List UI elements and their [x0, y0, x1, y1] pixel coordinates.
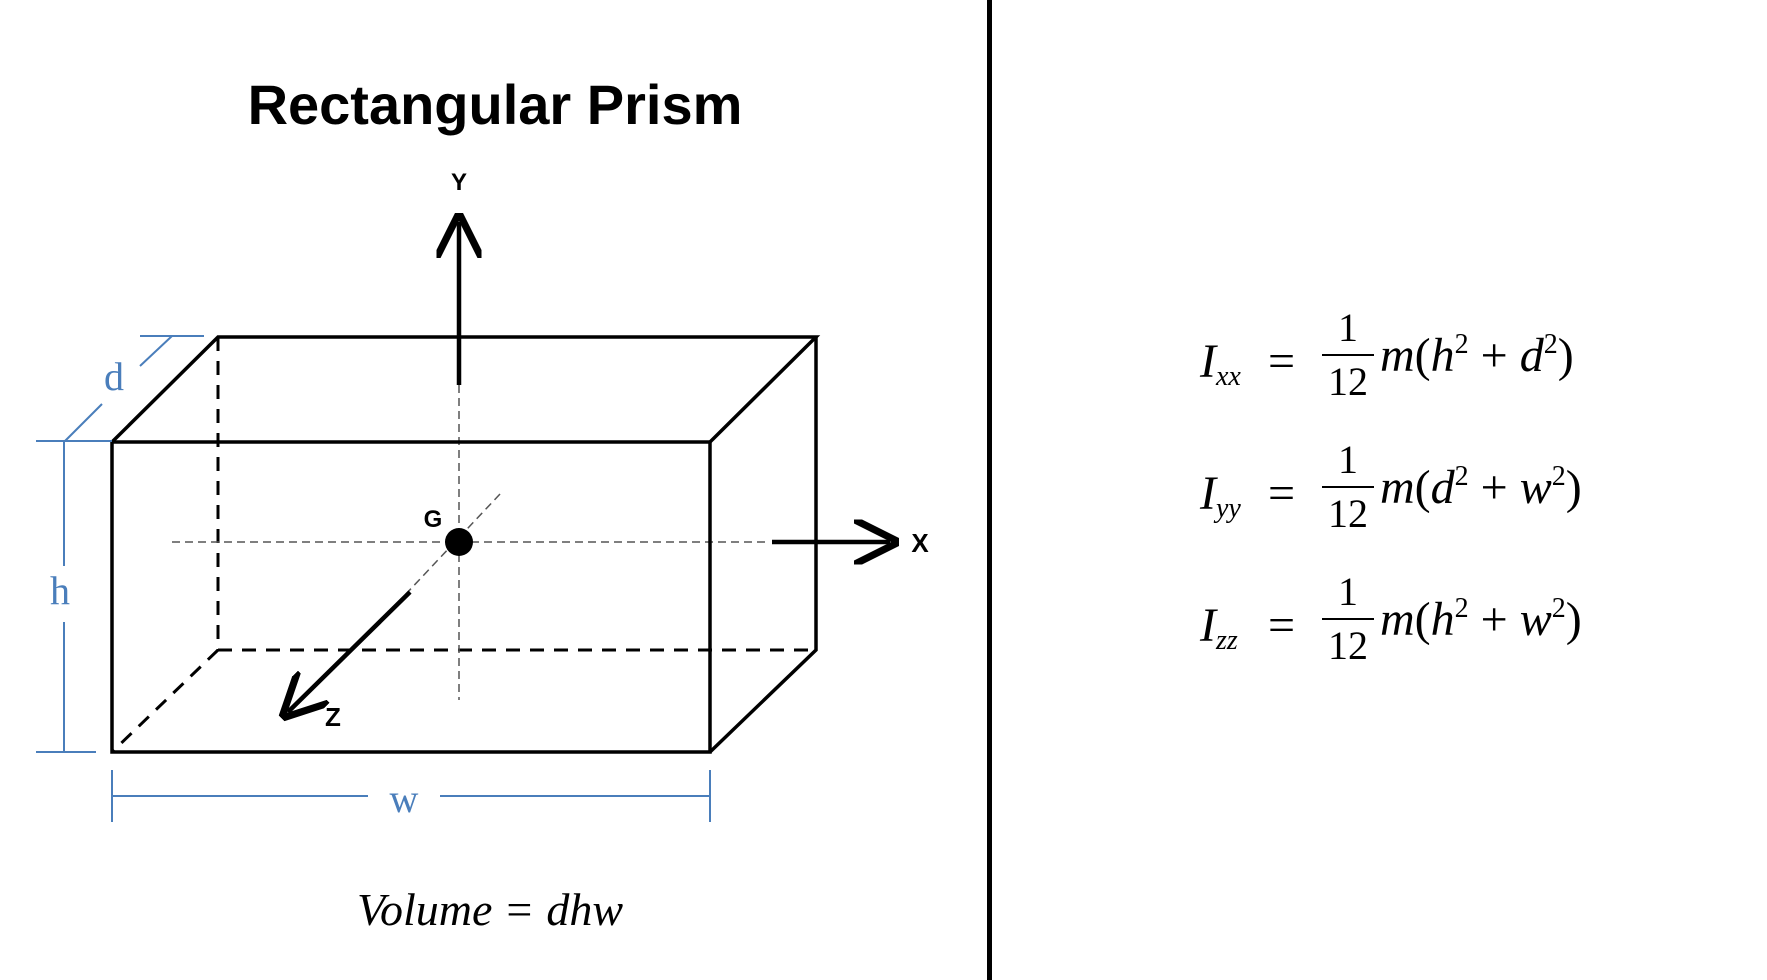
formula-rhs: m(h2 + w2)	[1380, 593, 1582, 646]
z-axis-label: Z	[325, 702, 341, 732]
formula-equals: =	[1268, 467, 1296, 520]
centroid-label: G	[424, 506, 443, 533]
width-label: w	[390, 776, 419, 821]
diagram-title: Rectangular Prism	[247, 73, 743, 136]
x-axis-label: X	[911, 528, 929, 558]
panel-divider	[987, 0, 992, 980]
z-axis-arrow	[288, 590, 412, 712]
formula-lhs: Iyy	[1200, 467, 1241, 524]
formula-lhs: Ixx	[1200, 335, 1241, 392]
formula-lhs: Izz	[1200, 599, 1238, 656]
volume-rhs: dhw	[546, 884, 624, 935]
formula-equals: =	[1268, 599, 1296, 652]
centroid-dot	[445, 528, 473, 556]
hidden-edges	[110, 337, 816, 754]
volume-lhs: Volume	[356, 884, 493, 935]
dimension-lines	[36, 335, 711, 822]
formula-rhs: m(h2 + d2)	[1380, 329, 1574, 382]
formula-equals: =	[1268, 335, 1296, 388]
depth-label: d	[104, 354, 124, 399]
formula-rhs: m(d2 + w2)	[1380, 461, 1582, 514]
volume-equals: =	[506, 884, 533, 935]
prism-drawing: Y X Z G h w d	[36, 169, 929, 822]
y-axis-label: Y	[451, 169, 467, 196]
height-label: h	[50, 568, 70, 613]
axis-arrows	[288, 222, 890, 712]
volume-equation: Volume = dhw	[340, 883, 640, 936]
visible-edges	[110, 335, 821, 754]
